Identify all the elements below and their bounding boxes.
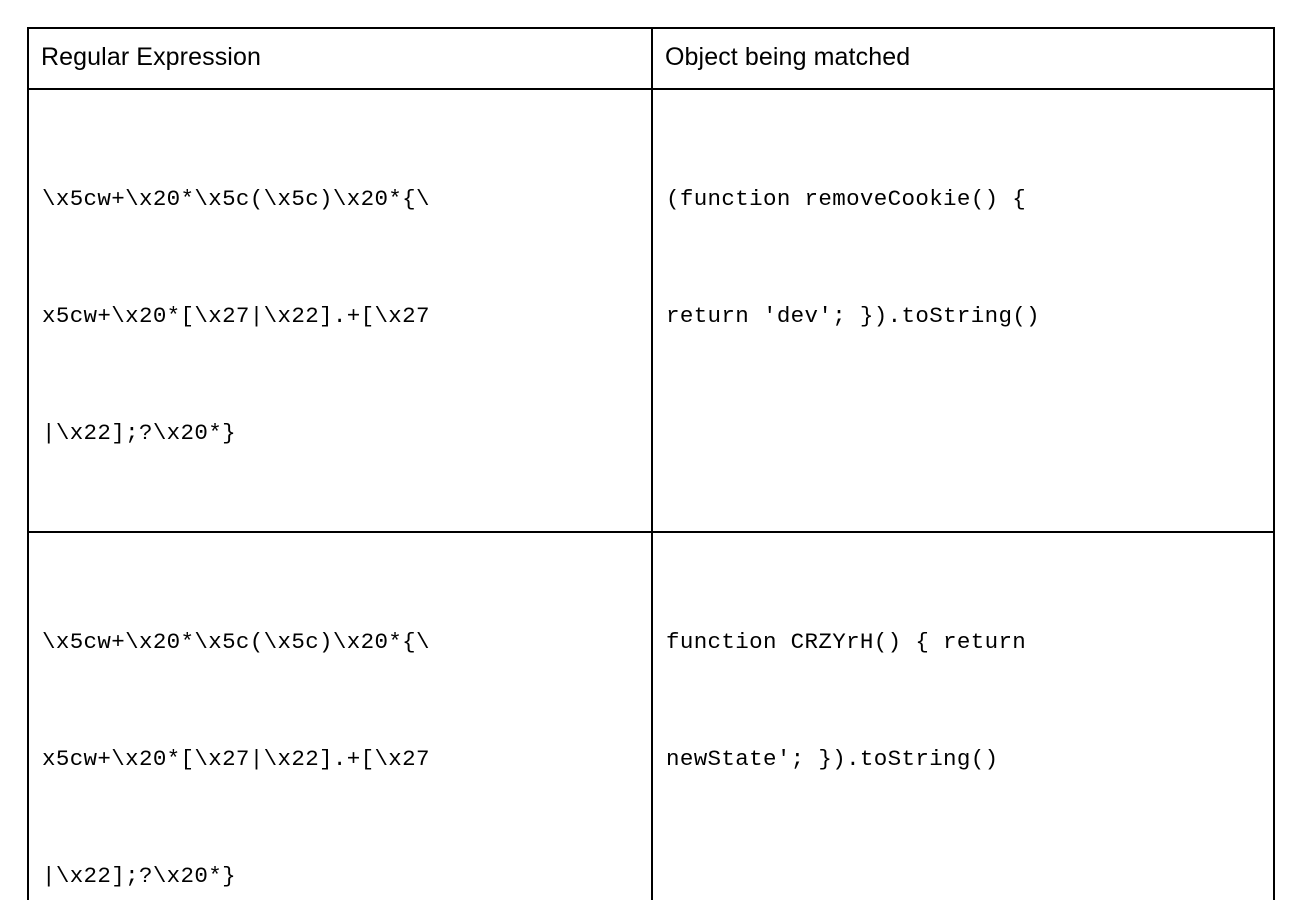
object-code-line: return 'dev'; }).toString(): [666, 303, 1041, 329]
regex-code-line: \x5cw+\x20*\x5c(\x5c)\x20*{\: [42, 629, 430, 655]
object-code-line: (function removeCookie() {: [666, 186, 1027, 212]
regex-code-row-1: \x5cw+\x20*\x5c(\x5c)\x20*{\ x5cw+\x20*[…: [29, 90, 651, 531]
object-code-row-2: function CRZYrH() { return newState'; })…: [653, 533, 1273, 857]
object-code-line: function CRZYrH() { return: [666, 629, 1027, 655]
regex-code-line: |\x22];?\x20*}: [42, 420, 236, 446]
regex-code-line: |\x22];?\x20*}: [42, 863, 236, 889]
regex-code-line: \x5cw+\x20*\x5c(\x5c)\x20*{\: [42, 186, 430, 212]
regex-match-table: Regular Expression Object being matched …: [27, 27, 1275, 900]
object-code-row-1: (function removeCookie() { return 'dev';…: [653, 90, 1273, 414]
cell-regex-row-2: \x5cw+\x20*\x5c(\x5c)\x20*{\ x5cw+\x20*[…: [27, 531, 653, 900]
table-header-row: Regular Expression Object being matched: [27, 27, 1275, 90]
regex-code-line: x5cw+\x20*[\x27|\x22].+[\x27: [42, 303, 430, 329]
page-root: Regular Expression Object being matched …: [27, 27, 1275, 900]
header-cell-regular-expression: Regular Expression: [27, 27, 653, 90]
regex-code-row-2: \x5cw+\x20*\x5c(\x5c)\x20*{\ x5cw+\x20*[…: [29, 533, 651, 900]
table-row: \x5cw+\x20*\x5c(\x5c)\x20*{\ x5cw+\x20*[…: [27, 88, 1275, 533]
regex-code-line: x5cw+\x20*[\x27|\x22].+[\x27: [42, 746, 430, 772]
header-label-object-being-matched: Object being matched: [665, 43, 911, 71]
cell-regex-row-1: \x5cw+\x20*\x5c(\x5c)\x20*{\ x5cw+\x20*[…: [27, 88, 653, 533]
table-row: \x5cw+\x20*\x5c(\x5c)\x20*{\ x5cw+\x20*[…: [27, 531, 1275, 900]
object-code-line: newState'; }).toString(): [666, 746, 999, 772]
cell-object-row-1: (function removeCookie() { return 'dev';…: [651, 88, 1275, 533]
header-cell-object-being-matched: Object being matched: [651, 27, 1275, 90]
cell-object-row-2: function CRZYrH() { return newState'; })…: [651, 531, 1275, 900]
header-label-regular-expression: Regular Expression: [41, 43, 261, 71]
